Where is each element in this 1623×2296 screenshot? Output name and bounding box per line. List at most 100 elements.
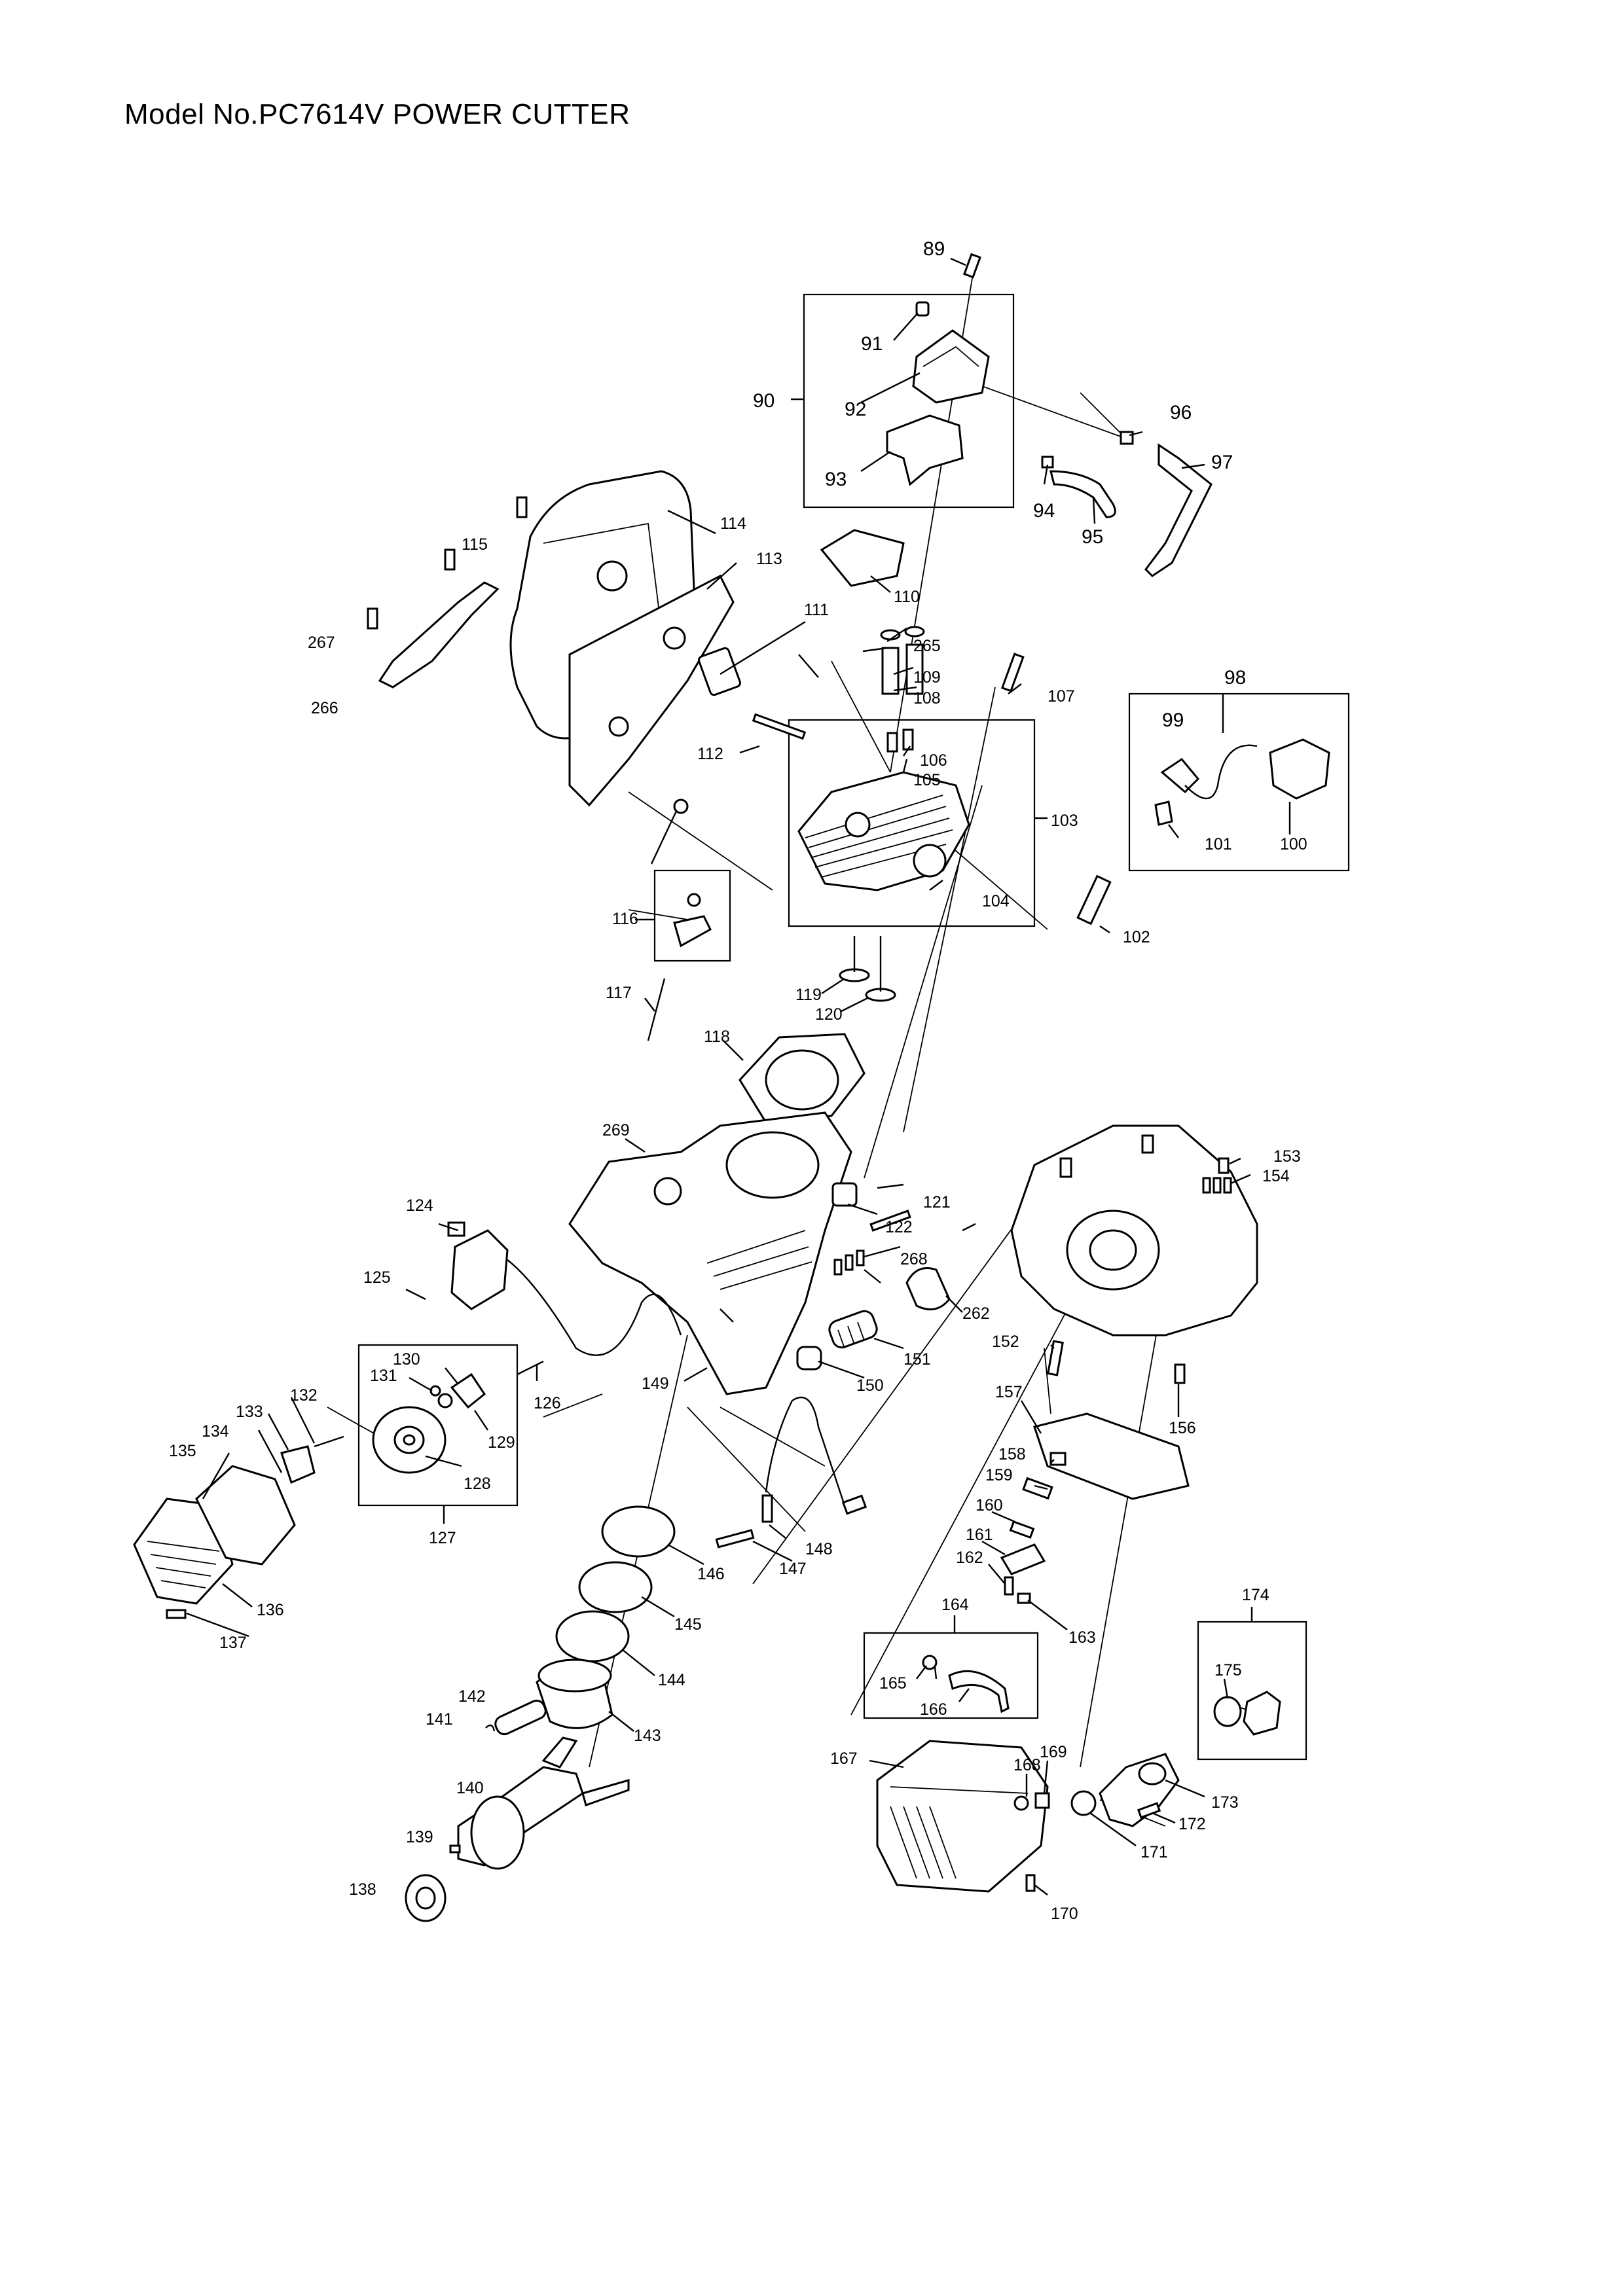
- callout-134: 134: [202, 1422, 229, 1441]
- cylinder-head-104-part: [797, 771, 970, 891]
- callout-94: 94: [1033, 500, 1055, 522]
- callout-171: 171: [1140, 1843, 1168, 1861]
- oil-pump-171-173-part: [1070, 1753, 1180, 1827]
- callout-162: 162: [956, 1549, 983, 1567]
- callout-labels: 89 90 91 92 93 94 95 96 97 98 99 100 101…: [169, 238, 1307, 1923]
- callout-175: 175: [1214, 1661, 1242, 1679]
- pin-126-part: [517, 1360, 544, 1376]
- callout-119: 119: [795, 986, 822, 1004]
- callout-267: 267: [308, 634, 335, 652]
- crankshaft-140-part: [457, 1736, 630, 1870]
- callout-93: 93: [825, 469, 847, 490]
- callout-139: 139: [406, 1828, 433, 1846]
- plugs-153-154-part: [1202, 1157, 1232, 1194]
- callout-133: 133: [236, 1403, 263, 1421]
- callout-266: 266: [311, 699, 338, 717]
- callout-129: 129: [488, 1433, 515, 1452]
- callout-137: 137: [219, 1634, 247, 1652]
- callout-170: 170: [1051, 1905, 1078, 1923]
- callout-91: 91: [861, 333, 883, 355]
- callout-158: 158: [998, 1445, 1026, 1463]
- seal-138-139-part: [405, 1844, 461, 1922]
- callout-122: 122: [885, 1218, 913, 1236]
- callout-124: 124: [406, 1196, 433, 1215]
- head-gasket-118-part: [739, 1033, 866, 1124]
- callout-103: 103: [1051, 812, 1078, 830]
- callout-98: 98: [1224, 667, 1246, 689]
- callout-140: 140: [456, 1779, 484, 1797]
- group-box-164: [863, 1632, 1039, 1719]
- callout-111: 111: [804, 601, 829, 619]
- breather-158-163-part: [1000, 1452, 1067, 1604]
- group-box-90: [803, 293, 1015, 509]
- callout-156: 156: [1169, 1419, 1196, 1437]
- callout-163: 163: [1068, 1628, 1096, 1647]
- callout-142: 142: [458, 1687, 486, 1706]
- air-filter-136-part: [133, 1498, 234, 1605]
- callout-169: 169: [1040, 1743, 1067, 1761]
- callout-146: 146: [697, 1565, 725, 1583]
- oil-pan-167-part: [876, 1740, 1049, 1893]
- callout-157: 157: [995, 1383, 1023, 1401]
- callout-166: 166: [920, 1700, 947, 1719]
- diagram-title: Model No.PC7614V POWER CUTTER: [124, 98, 630, 130]
- callout-143: 143: [634, 1727, 661, 1745]
- spark-plug-102-part: [1076, 874, 1112, 925]
- bolt-147-part: [715, 1529, 755, 1549]
- leader-lines: [186, 257, 1291, 1895]
- group-box-116: [653, 869, 731, 962]
- heat-shield-266-part: [367, 496, 528, 689]
- callout-168: 168: [1013, 1756, 1041, 1774]
- push-rod-117-part: [647, 978, 666, 1041]
- gasket-110-part: [820, 529, 905, 587]
- piston-143-part: [536, 1659, 613, 1729]
- callout-109: 109: [913, 668, 941, 687]
- studs-268-part: [833, 1249, 865, 1276]
- callout-126: 126: [534, 1394, 561, 1412]
- gasket-157-part: [1033, 1412, 1190, 1500]
- callout-117: 117: [606, 984, 632, 1002]
- callout-150: 150: [856, 1376, 884, 1395]
- filter-gasket-135-part: [195, 1465, 296, 1566]
- callout-165: 165: [879, 1674, 907, 1693]
- intake-parts-121-122-262-part: [831, 1182, 951, 1311]
- callout-96: 96: [1170, 402, 1192, 423]
- callout-114: 114: [720, 514, 746, 533]
- callout-100: 100: [1280, 835, 1307, 853]
- valve-springs-108-109-part: [880, 626, 925, 753]
- callout-265: 265: [913, 637, 941, 655]
- bolts-152-156-part: [1047, 1340, 1186, 1384]
- callout-107: 107: [1048, 687, 1075, 706]
- callout-164: 164: [941, 1596, 969, 1614]
- ground-wire-148-part: [761, 1397, 867, 1523]
- hose-95-97-part: [1041, 431, 1213, 577]
- callout-147: 147: [779, 1560, 807, 1578]
- callout-138: 138: [349, 1880, 376, 1899]
- pawl-129-130-131-part: [429, 1372, 486, 1409]
- callout-127: 127: [429, 1529, 456, 1547]
- callout-89: 89: [923, 238, 945, 260]
- callout-130: 130: [393, 1350, 420, 1369]
- callout-102: 102: [1123, 928, 1150, 946]
- callout-149: 149: [642, 1374, 669, 1393]
- sleeve-111-112-part: [698, 647, 807, 740]
- callout-151: 151: [903, 1350, 931, 1369]
- crankcase-right-part: [1010, 1124, 1258, 1336]
- callout-99: 99: [1162, 709, 1184, 731]
- callout-145: 145: [674, 1615, 702, 1634]
- piston-pin-142-part: [485, 1699, 547, 1736]
- callout-173: 173: [1211, 1793, 1239, 1812]
- flywheel-128-part: [372, 1406, 447, 1474]
- callout-125: 125: [363, 1268, 391, 1287]
- callout-136: 136: [257, 1601, 284, 1619]
- callout-159: 159: [985, 1466, 1013, 1484]
- oil-cap-174-175-part: [1213, 1691, 1281, 1736]
- callout-153: 153: [1273, 1147, 1301, 1166]
- callout-90: 90: [753, 390, 775, 412]
- ignition-module-124-part: [447, 1221, 682, 1356]
- callout-110: 110: [894, 588, 920, 606]
- ignition-coil-group-98-part: [1154, 738, 1330, 826]
- callout-144: 144: [658, 1671, 685, 1689]
- callout-161: 161: [966, 1526, 993, 1544]
- callout-135: 135: [169, 1442, 196, 1460]
